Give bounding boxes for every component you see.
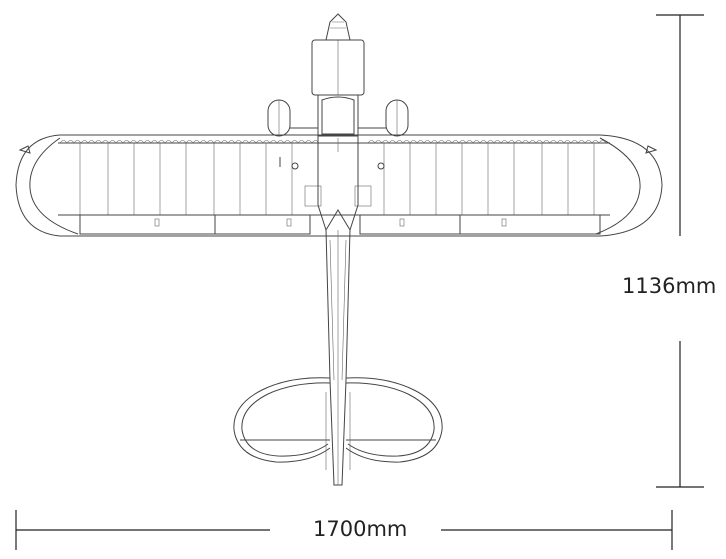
main-wheels xyxy=(267,99,409,137)
fuselage xyxy=(311,13,365,486)
width-dimension-line xyxy=(15,510,673,550)
height-dimension-label: 1136mm xyxy=(622,274,717,298)
height-dimension-line xyxy=(656,14,704,488)
width-dimension-label: 1700mm xyxy=(313,517,408,541)
horizontal-stabilizer xyxy=(233,377,443,470)
wing xyxy=(15,134,663,237)
